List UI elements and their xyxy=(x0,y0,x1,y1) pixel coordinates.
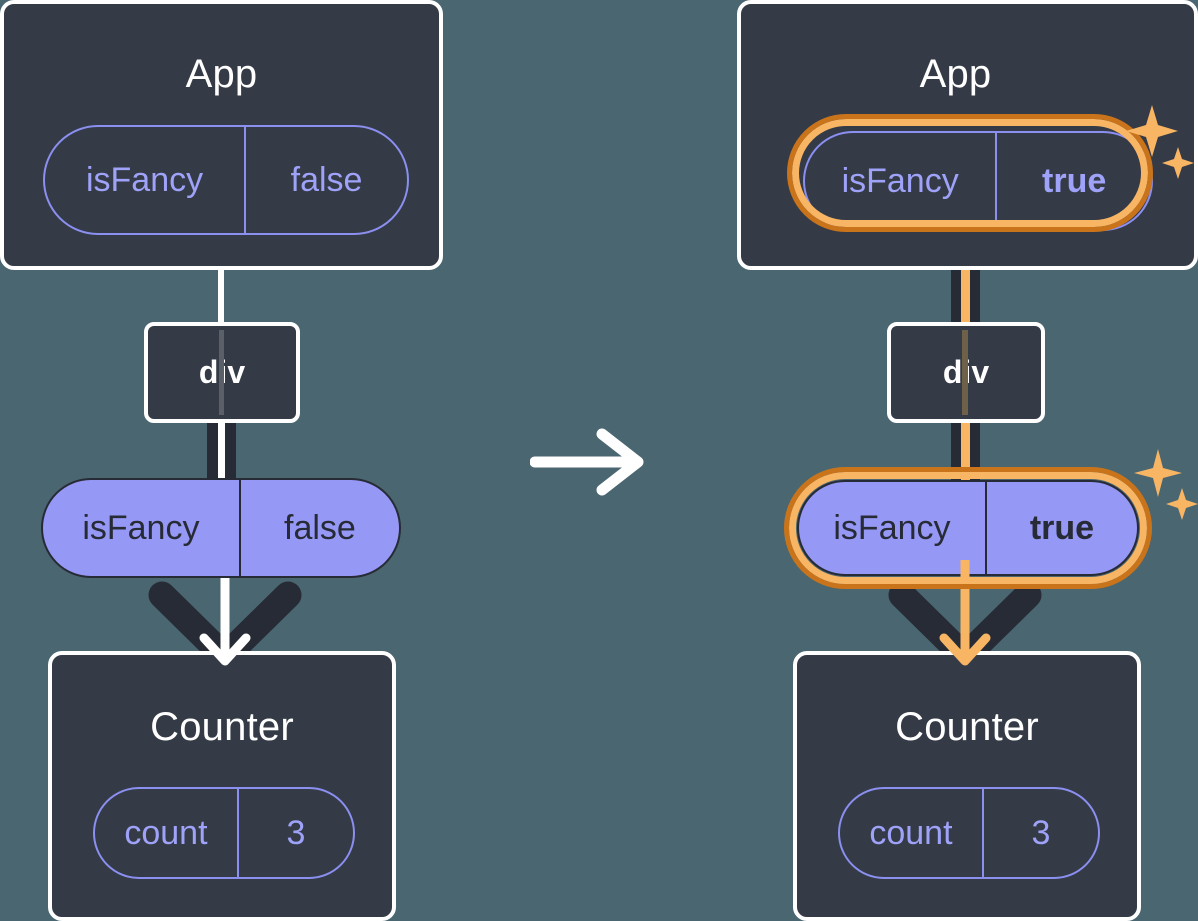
connector-dark-right-after xyxy=(969,418,980,483)
props-pill-value-before: false xyxy=(238,480,399,576)
connector-app-to-div-after xyxy=(961,225,970,330)
props-pill-name-before: isFancy xyxy=(82,508,200,547)
props-pill-name-after: isFancy xyxy=(833,508,951,547)
counter-title-after: Counter xyxy=(895,705,1039,749)
app-state-name-before: isFancy xyxy=(85,160,204,199)
props-pill-before[interactable]: isFancy false xyxy=(41,478,401,578)
counter-state-name-after: count xyxy=(869,813,953,852)
connector-dark-right-before xyxy=(225,418,236,483)
arrow-props-to-counter-before xyxy=(199,560,251,666)
connector-dark-left-after xyxy=(951,418,962,483)
connector-app-to-div-before xyxy=(218,255,224,325)
connector-dark-left-before xyxy=(207,418,218,483)
counter-state-name-before: count xyxy=(124,813,208,852)
counter-component-box-after: Counter count 3 xyxy=(793,651,1141,921)
connector-div-to-props-after xyxy=(961,418,970,483)
app-title-before: App xyxy=(185,52,258,96)
sparkle-icon-props-after xyxy=(1134,449,1198,520)
counter-state-pill-before[interactable]: count 3 xyxy=(93,787,355,879)
sparkle-icon-app-after xyxy=(1126,105,1194,179)
app-component-box-before: App isFancy false xyxy=(0,0,443,270)
counter-state-value-before: 3 xyxy=(236,789,353,877)
connector-div-to-props-before xyxy=(218,418,225,483)
counter-title-before: Counter xyxy=(150,705,294,749)
counter-state-value-after: 3 xyxy=(981,789,1098,877)
app-state-name-after: isFancy xyxy=(841,161,959,200)
app-state-pill-after[interactable]: isFancy true xyxy=(803,131,1153,231)
connector-through-div-before xyxy=(219,330,224,415)
connector-through-div-after xyxy=(962,330,968,415)
connector-dark-left-top-after xyxy=(951,240,962,330)
arrow-right-icon xyxy=(530,428,644,496)
counter-state-pill-after[interactable]: count 3 xyxy=(838,787,1100,879)
app-state-value-before: false xyxy=(244,127,407,233)
app-state-value-after: true xyxy=(995,133,1151,229)
connector-dark-right-top-after xyxy=(969,240,980,330)
app-title-after: App xyxy=(919,52,992,96)
app-state-pill-before[interactable]: isFancy false xyxy=(43,125,409,235)
counter-component-box-before: Counter count 3 xyxy=(48,651,396,921)
arrow-props-to-counter-after xyxy=(939,560,991,666)
props-pill-value-after: true xyxy=(984,482,1137,574)
